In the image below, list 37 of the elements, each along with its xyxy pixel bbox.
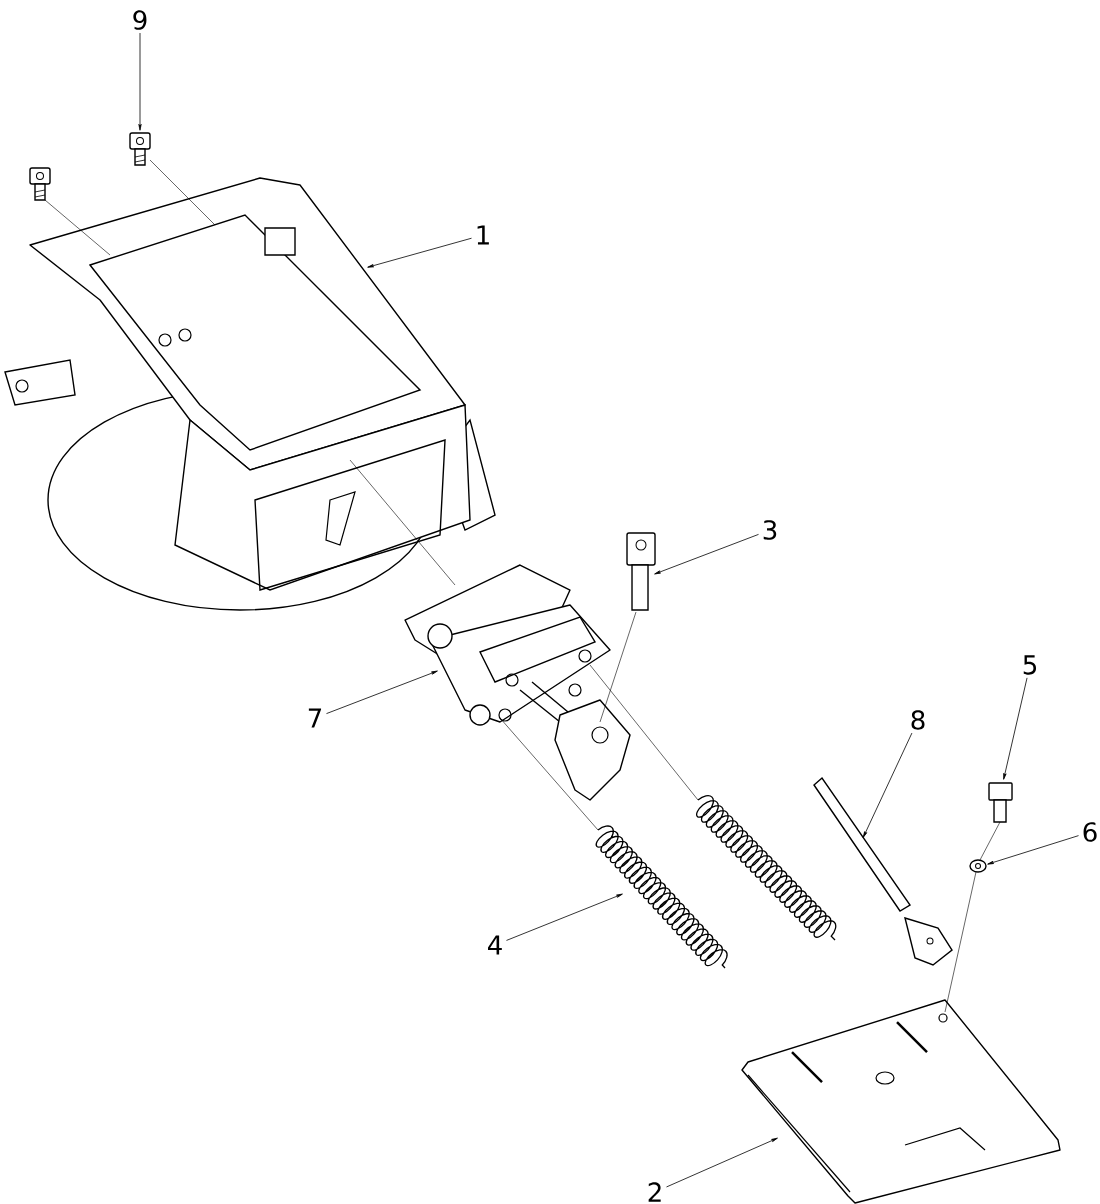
callout-number: 8 xyxy=(911,710,925,730)
callout-number: 2 xyxy=(648,1182,661,1202)
callout-number: 5 xyxy=(1023,655,1036,675)
callout-number: 4 xyxy=(488,935,502,955)
assembly-line xyxy=(979,821,1001,861)
leader-line xyxy=(367,237,472,268)
assembly-line xyxy=(499,717,599,831)
screw-drawing xyxy=(129,132,151,166)
callout-number: 9 xyxy=(133,10,147,30)
spring-drawing xyxy=(696,795,837,941)
leader-line xyxy=(654,534,759,575)
callout-number: 3 xyxy=(763,520,777,540)
bolt-drawing xyxy=(988,782,1013,823)
assembly-line xyxy=(599,611,637,723)
assembly-line xyxy=(944,871,977,1013)
plate-drawing xyxy=(741,999,1061,1204)
leader-line xyxy=(1003,677,1028,780)
leader-line xyxy=(326,670,438,714)
leader-line xyxy=(987,835,1079,865)
assembly-line xyxy=(44,199,111,256)
assembly-line xyxy=(589,664,699,801)
assembly-line xyxy=(349,459,456,586)
spring-drawing xyxy=(595,825,728,969)
leader-line xyxy=(666,1137,778,1188)
housing-drawing xyxy=(4,177,496,611)
block-drawing xyxy=(404,564,631,801)
rod-drawing xyxy=(813,776,953,966)
washer-drawing xyxy=(969,859,987,873)
callout-number: 1 xyxy=(477,225,489,245)
leader-line xyxy=(862,732,913,838)
assembly-line xyxy=(149,159,216,226)
callout-number: 7 xyxy=(308,708,322,728)
callout-number: 6 xyxy=(1083,822,1097,842)
screw-drawing xyxy=(626,532,656,611)
leader-line xyxy=(506,893,623,941)
leader-line xyxy=(138,32,142,131)
screw-drawing xyxy=(29,167,51,201)
